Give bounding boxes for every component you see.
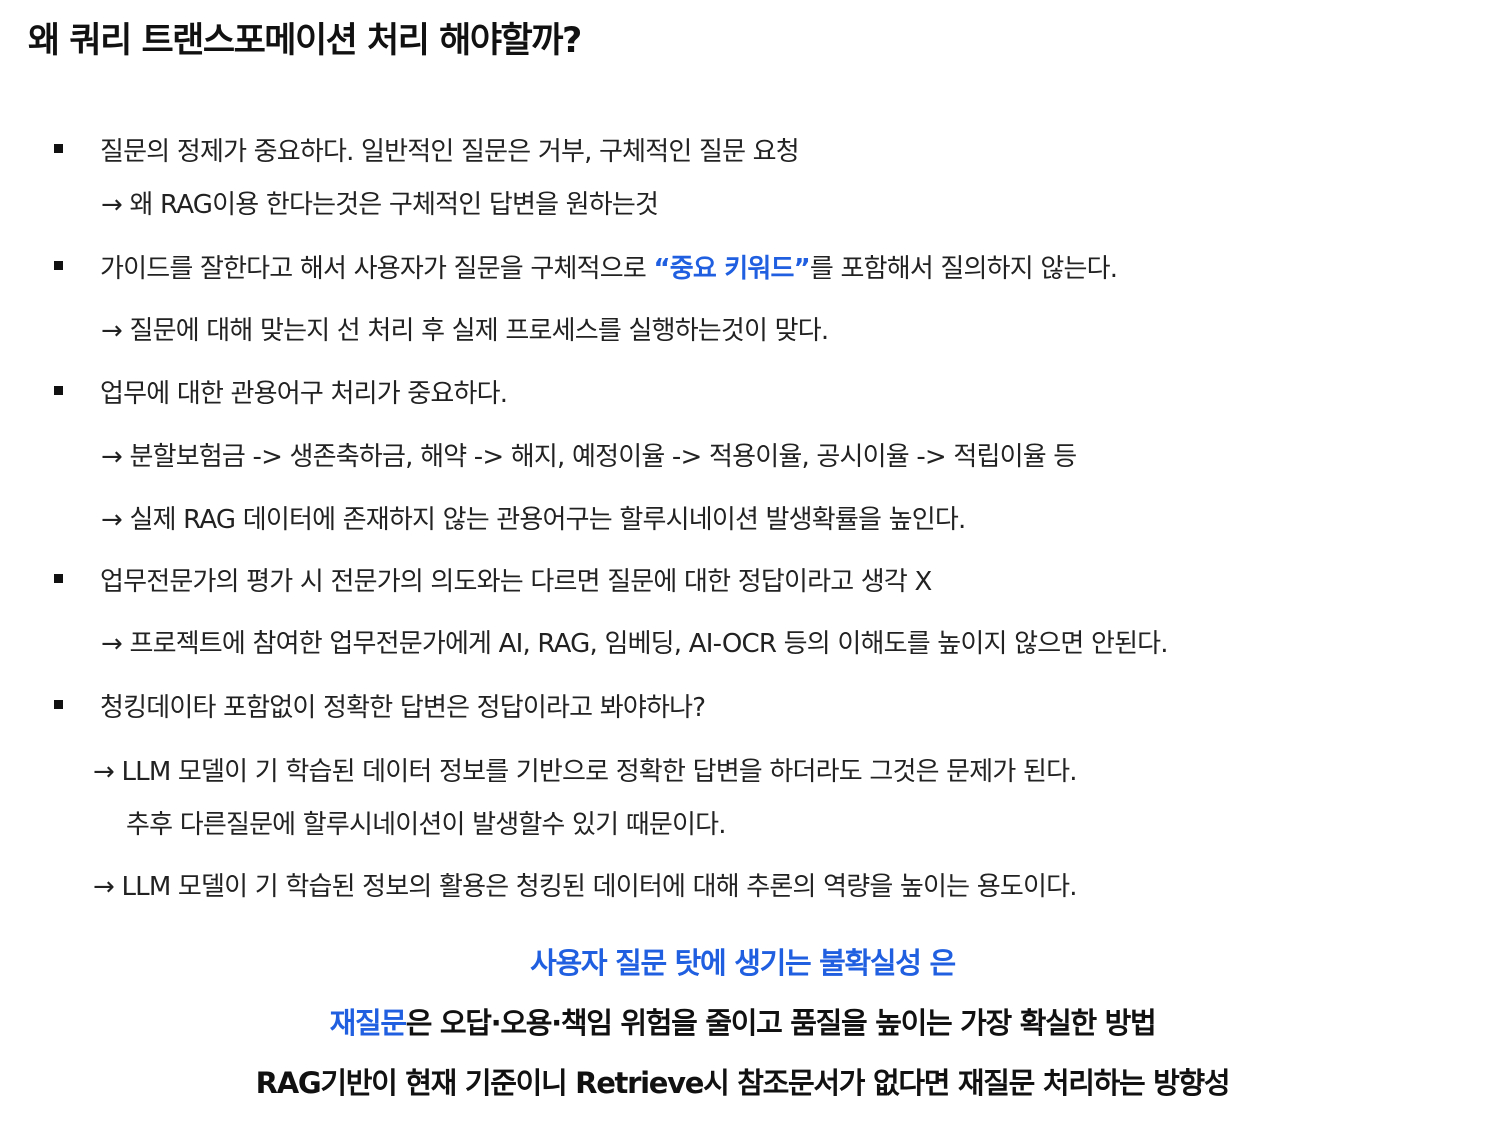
bullet-4-sub-1: → 프로젝트에 참여한 업무전문가에게 AI, RAG, 임베딩, AI-OCR… <box>101 629 1169 659</box>
bullet-5-text: 청킹데이타 포함없이 정확한 답변은 정답이라고 봐야하나? <box>100 693 706 723</box>
bullet-2-text-before: 가이드를 잘한다고 해서 사용자가 질문을 구체적으로 <box>100 254 654 284</box>
keyword-highlight: “중요 키워드” <box>653 254 810 284</box>
conclusion-line-3: RAG기반이 현재 기준이니 Retrieve시 참조문서가 없다면 재질문 처… <box>255 1066 1231 1100</box>
bullet-marker <box>54 700 63 709</box>
bullet-marker <box>54 261 63 270</box>
bullet-marker <box>54 386 63 395</box>
bullet-2-sub-1: → 질문에 대해 맞는지 선 처리 후 실제 프로세스를 실행하는것이 맞다. <box>101 316 829 346</box>
conclusion-line-2-rest: 은 오답·오용·책임 위험을 줄이고 품질을 높이는 가장 확실한 방법 <box>405 1006 1157 1040</box>
bullet-marker <box>54 574 63 583</box>
bullet-5-sub-1: → LLM 모델이 기 학습된 데이터 정보를 기반으로 정확한 답변을 하더라… <box>93 757 1078 787</box>
page-title: 왜 쿼리 트랜스포메이션 처리 해야할까? <box>28 21 582 61</box>
bullet-2-text-after: 를 포함해서 질의하지 않는다. <box>809 254 1118 284</box>
bullet-3-sub-2: → 실제 RAG 데이터에 존재하지 않는 관용어구는 할루시네이션 발생확률을… <box>101 505 966 535</box>
bullet-3-sub-1: → 분할보험금 -> 생존축하금, 해약 -> 해지, 예정이율 -> 적용이율… <box>101 442 1077 472</box>
conclusion-line-1: 사용자 질문 탓에 생기는 불확실성 은 <box>530 946 956 980</box>
bullet-2-text: 가이드를 잘한다고 해서 사용자가 질문을 구체적으로 “중요 키워드”를 포함… <box>100 248 1118 285</box>
bullet-marker <box>54 144 63 153</box>
conclusion-line-2: 재질문은 오답·오용·책임 위험을 줄이고 품질을 높이는 가장 확실한 방법 <box>0 1000 1485 1042</box>
bullet-1-sub-1: → 왜 RAG이용 한다는것은 구체적인 답변을 원하는것 <box>101 190 659 220</box>
bullet-5-sub-3: → LLM 모델이 기 학습된 정보의 활용은 청킹된 데이터에 대해 추론의 … <box>93 872 1078 902</box>
conclusion-highlight: 재질문 <box>329 1006 407 1040</box>
bullet-3-text: 업무에 대한 관용어구 처리가 중요하다. <box>100 379 508 409</box>
bullet-5-sub-2: 추후 다른질문에 할루시네이션이 발생할수 있기 때문이다. <box>126 810 726 840</box>
bullet-4-text: 업무전문가의 평가 시 전문가의 의도와는 다르면 질문에 대한 정답이라고 생… <box>100 567 932 597</box>
bullet-1-text: 질문의 정제가 중요하다. 일반적인 질문은 거부, 구체적인 질문 요청 <box>100 137 800 167</box>
